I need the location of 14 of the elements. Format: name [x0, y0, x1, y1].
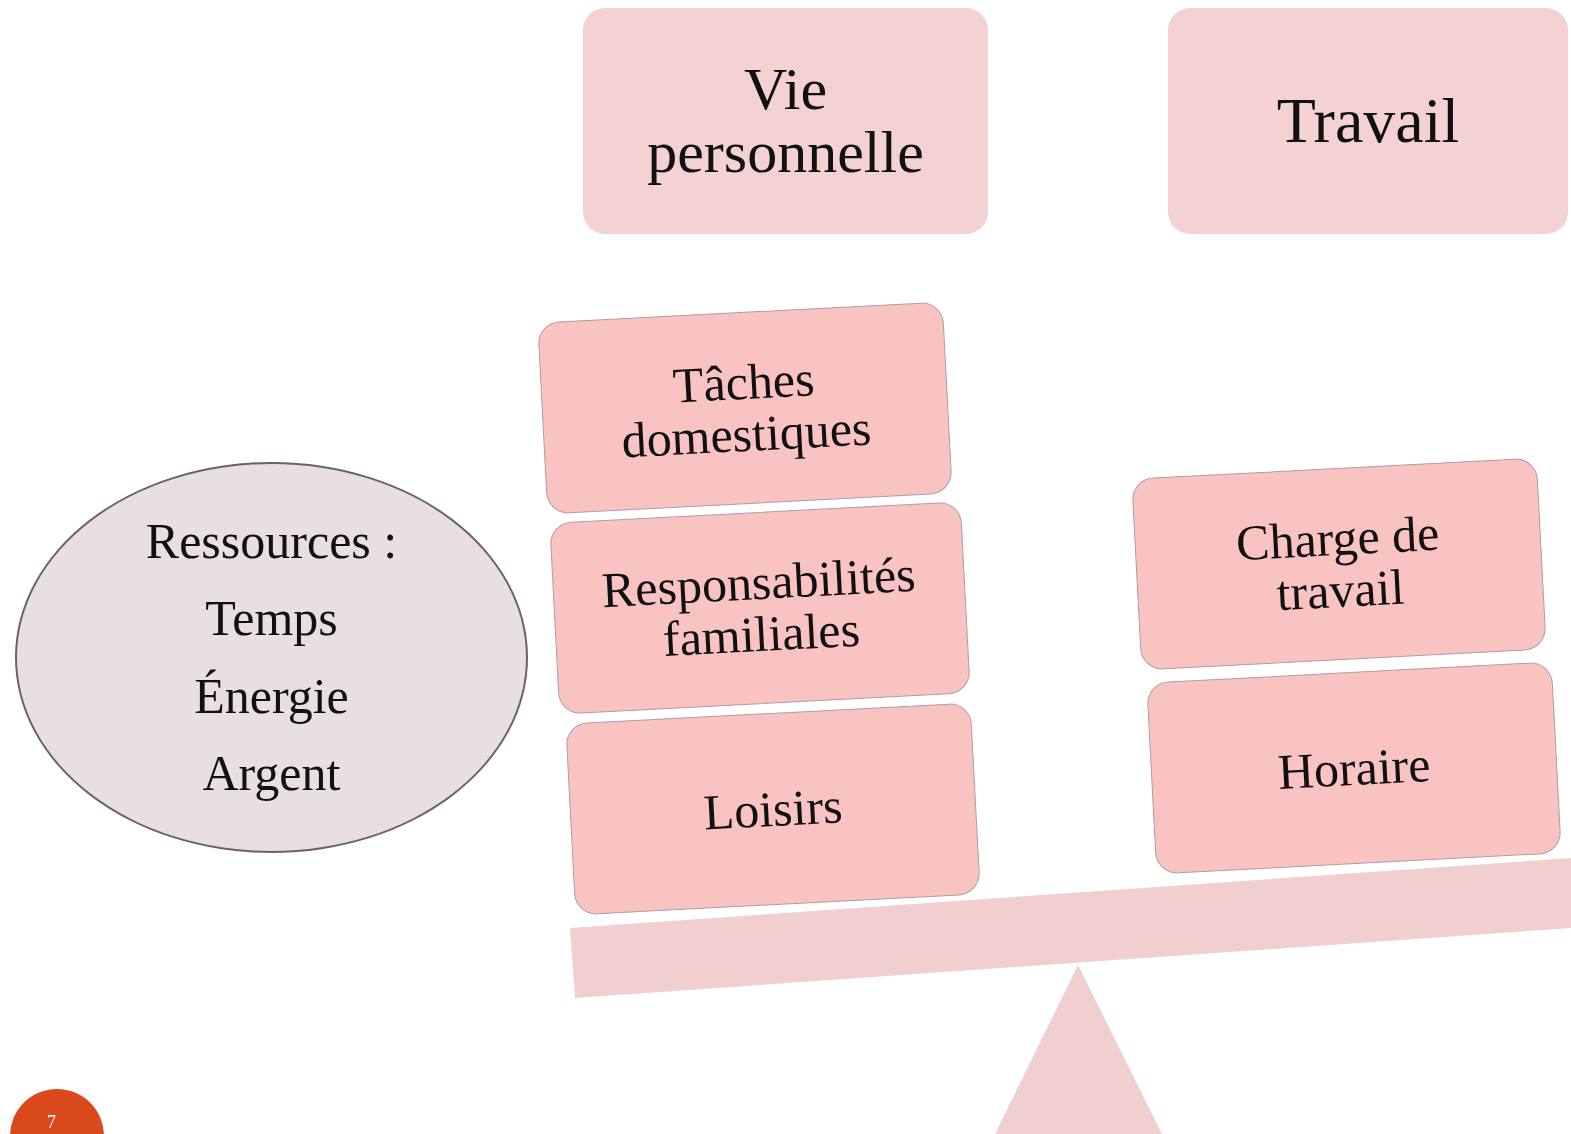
- box-label: Travail: [1276, 87, 1460, 155]
- box-label: Responsabilités familiales: [599, 546, 918, 670]
- slide-number: 7: [47, 1112, 56, 1132]
- box-label: Loisirs: [702, 779, 844, 839]
- resource-text: Énergie: [194, 666, 349, 726]
- resource-text: Temps: [205, 589, 338, 648]
- resource-text: Ressources :: [145, 511, 398, 571]
- resource-text: Argent: [202, 744, 341, 803]
- box-label: Horaire: [1276, 737, 1432, 799]
- box-label: Charge de travail: [1233, 503, 1442, 624]
- category-box: [1168, 8, 1568, 234]
- category-box: [583, 8, 988, 234]
- box-label: Vie personnelle: [646, 58, 925, 184]
- box-label: Tâches domestiques: [619, 348, 874, 469]
